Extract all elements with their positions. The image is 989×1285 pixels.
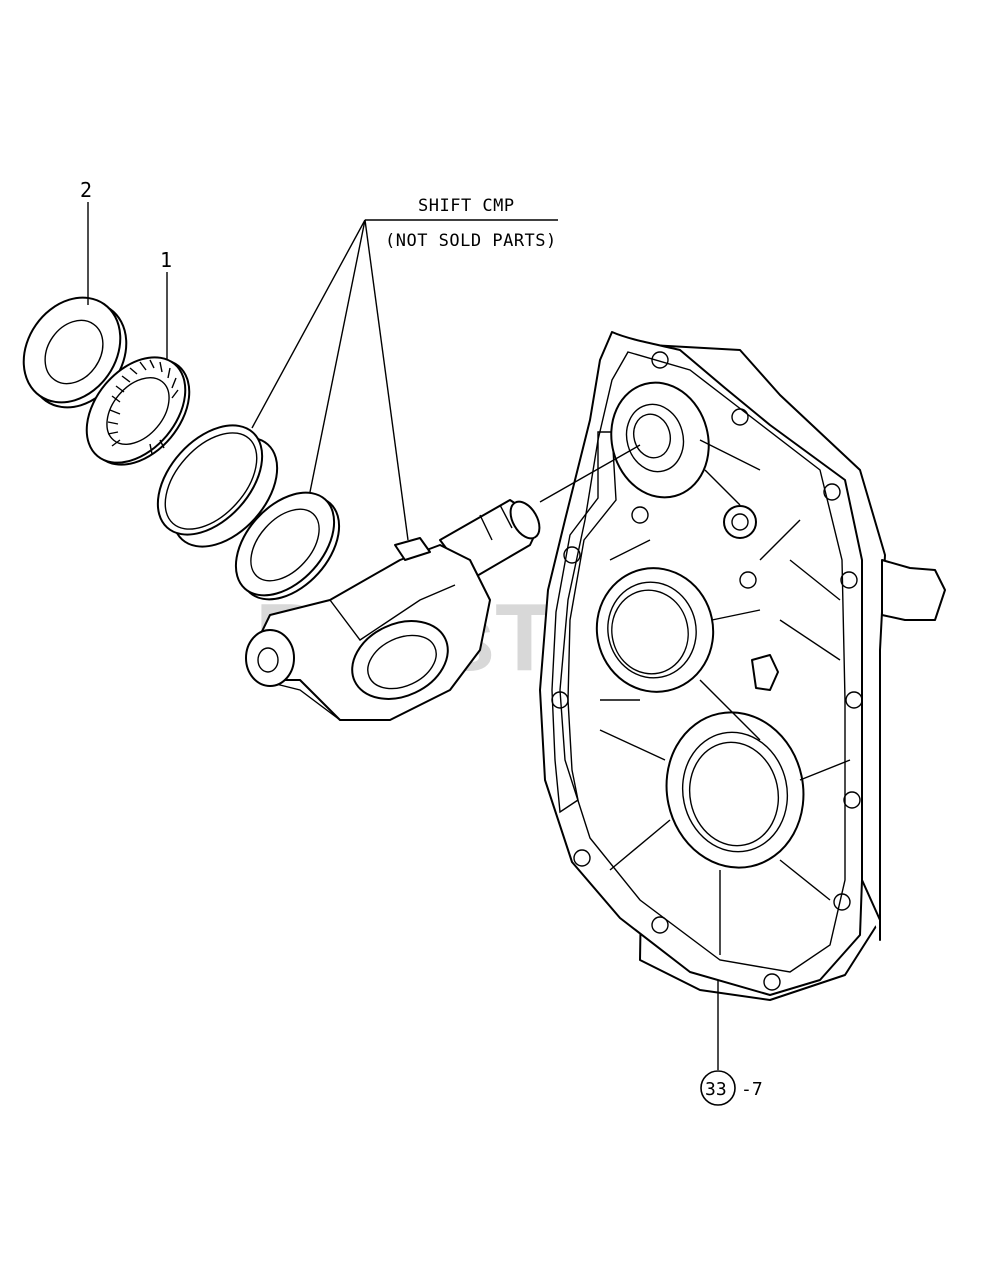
callout-part-2[interactable]: 2 [80, 178, 92, 202]
leader-lines [87, 202, 719, 1070]
shift-cmp-sleeve[interactable] [137, 406, 297, 567]
part-1-needle-bearing[interactable] [67, 338, 209, 483]
bearing-needles [107, 359, 179, 455]
upper-bore [610, 381, 710, 499]
assembly-note: (NOT SOLD PARTS) [385, 231, 557, 251]
shift-cmp-washer[interactable] [217, 474, 359, 618]
reference-suffix: -7 [741, 1079, 763, 1100]
shift-cmp-arm[interactable] [245, 497, 545, 721]
bolt-holes [551, 351, 863, 991]
cover-housing[interactable] [539, 331, 946, 1001]
reference-callout[interactable]: 33 -7 [700, 1070, 763, 1106]
part-2-oil-seal[interactable] [4, 279, 146, 426]
lower-bearing-bore [665, 711, 805, 869]
callout-part-1[interactable]: 1 [160, 248, 172, 272]
housing-ribs [599, 439, 851, 955]
middle-bearing-bore [595, 567, 715, 693]
assembly-title: SHIFT CMP [418, 196, 515, 216]
reference-number: 33 [705, 1079, 727, 1100]
